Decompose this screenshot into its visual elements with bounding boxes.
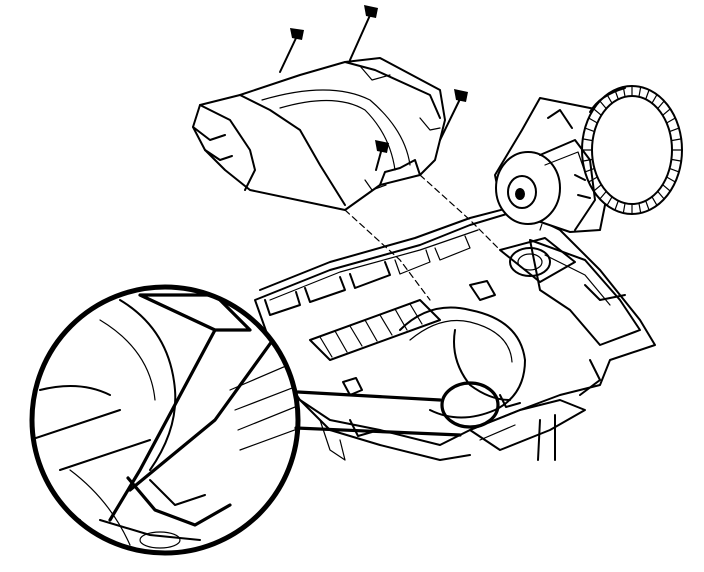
detail-magnifier (29, 284, 500, 556)
fan-blade (657, 190, 665, 200)
fan-blade (670, 138, 682, 142)
fan-blade (662, 184, 671, 192)
fan-blade (622, 202, 626, 214)
fan-blade (651, 196, 658, 207)
screw-icon (439, 89, 468, 141)
fan-blade (593, 108, 602, 116)
fan-blade (638, 86, 642, 98)
screw-icon (279, 28, 304, 73)
fan-blade (606, 196, 613, 207)
fan-blade (588, 117, 598, 124)
fan-blade (599, 100, 607, 110)
fan-blade (614, 200, 619, 211)
screw-icon (375, 140, 389, 171)
fan-wheel-icon (581, 85, 683, 215)
screw-icon (349, 5, 378, 61)
fan-blade (657, 100, 665, 110)
fan-blade (668, 167, 680, 173)
fan-blade (670, 158, 682, 162)
fan-blade (638, 202, 642, 214)
fan-blade (666, 117, 676, 124)
fan-blade (582, 138, 594, 142)
fan-blade (584, 167, 596, 173)
fan-blade (645, 89, 650, 100)
blower-motor (494, 85, 683, 233)
upper-cover (192, 57, 446, 211)
screws (279, 5, 561, 301)
fan-blade (645, 200, 650, 211)
fan-blade (666, 176, 676, 183)
fan-blade (662, 108, 671, 116)
fan-blade (593, 184, 602, 192)
fan-blade (651, 93, 658, 104)
lower-case (254, 204, 656, 461)
fan-blade (599, 190, 607, 200)
fan-blade (668, 127, 680, 133)
fan-blade (582, 158, 594, 162)
fan-blade (584, 127, 596, 133)
